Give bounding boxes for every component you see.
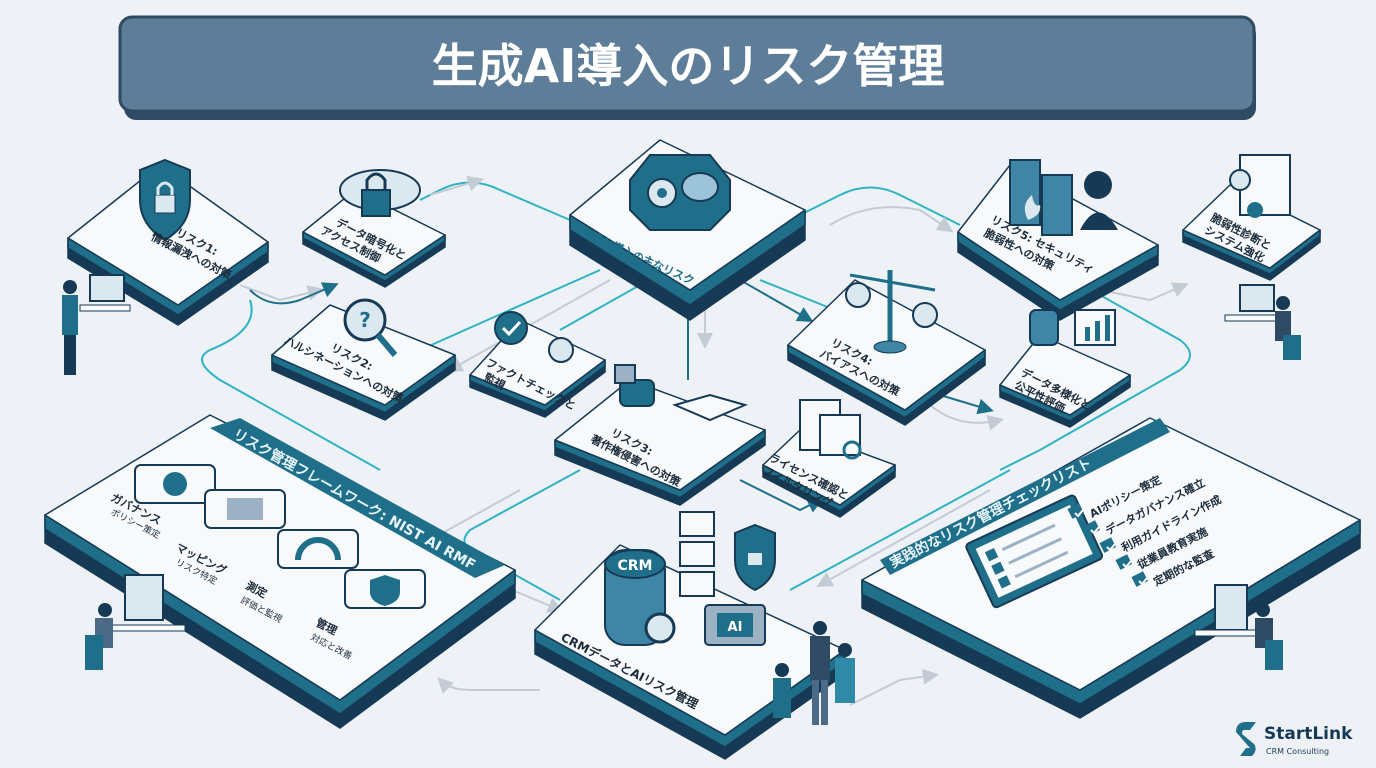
title-banner: 生成AI導入のリスク管理: [118, 15, 1256, 120]
check-badge-icon: [494, 311, 574, 363]
platform-vuln: [1182, 184, 1321, 281]
database-chart-icon: [1029, 309, 1116, 346]
connector: [789, 469, 1011, 591]
person-at-desk-icon: [85, 574, 186, 670]
connector: [437, 677, 540, 695]
startlink-logo: StartLink CRM Consulting: [1236, 722, 1353, 756]
ai-chip-icon: AI: [704, 604, 766, 646]
connector: [939, 394, 994, 415]
connector: [999, 294, 1191, 471]
platform-encrypt: [302, 189, 446, 288]
governance-wheel-icon: [134, 464, 216, 504]
shield-check-icon: [344, 569, 426, 609]
crm-db-label: CRM: [618, 558, 653, 574]
svg-text:?: ?: [359, 308, 371, 332]
connector: [419, 269, 601, 351]
search-question-icon: ?: [343, 298, 398, 357]
license-document-icon: [799, 399, 862, 460]
shield-lock-icon: [734, 523, 776, 592]
connector: [829, 206, 954, 233]
connector: [419, 181, 571, 221]
platform-risk3: [554, 379, 766, 506]
shield-lock-icon: [139, 158, 191, 242]
logo-icon: [1236, 722, 1256, 756]
person-at-desk-icon: [1224, 284, 1301, 360]
platform-risk2: [271, 304, 456, 421]
ai-chip-label: AI: [728, 620, 743, 635]
contact-cards-icon: [679, 511, 715, 597]
map-icon: [204, 489, 286, 529]
page-title: 生成AI導入のリスク管理: [432, 39, 945, 93]
connector: [849, 668, 939, 706]
cloud-lock-icon: [339, 169, 421, 217]
people-group-icon: [773, 621, 855, 725]
connector: [249, 282, 339, 305]
scale-icon: [845, 270, 938, 354]
logo-name: StartLink: [1264, 724, 1353, 744]
firewall-hacker-icon: [1009, 159, 1118, 236]
connector: [799, 186, 961, 226]
diagnostic-screen-icon: [1229, 154, 1291, 218]
connector: [239, 284, 324, 302]
connector: [739, 279, 814, 322]
connector: [1099, 282, 1189, 302]
icons: ?: [62, 154, 1301, 725]
connector: [201, 299, 381, 471]
connector: [429, 175, 484, 196]
platform-license: [762, 429, 896, 518]
connector: [929, 404, 1004, 431]
gauge-icon: [277, 529, 359, 569]
platform-checklist: [861, 417, 1361, 719]
brain-gear-icon: [629, 154, 731, 231]
person-at-desk-icon: [62, 274, 131, 375]
gavel-book-icon: [614, 364, 748, 422]
platform-fair: [999, 334, 1131, 428]
connector: [559, 284, 641, 331]
clipboard-checklist-icon: [965, 494, 1104, 609]
logo-tagline: CRM Consulting: [1266, 747, 1329, 756]
crm-database-icon: CRM: [604, 549, 676, 646]
platforms: [44, 139, 1361, 760]
connectors: [201, 175, 1191, 706]
person-at-desk-icon: [1194, 584, 1283, 670]
connector: [816, 489, 991, 587]
